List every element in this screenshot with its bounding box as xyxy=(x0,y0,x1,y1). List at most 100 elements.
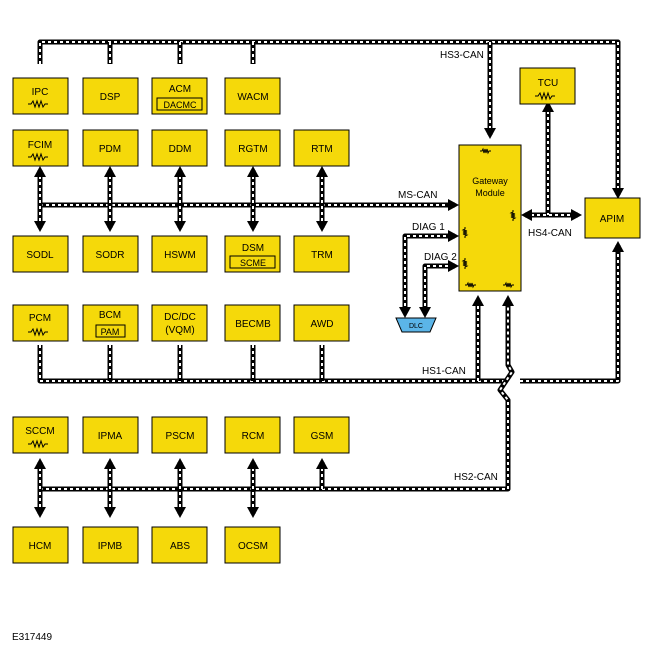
arrowheads xyxy=(34,101,624,518)
gateway-module[interactable] xyxy=(458,144,522,292)
pcm-module[interactable] xyxy=(12,304,69,342)
hs1-can-label: HS1-CAN xyxy=(422,366,466,377)
hs4-can-bus xyxy=(525,105,578,218)
rtm-module[interactable] xyxy=(293,129,350,167)
dlc-connector[interactable] xyxy=(395,317,437,333)
bcm-module[interactable] xyxy=(82,304,139,342)
fcim-label: FCIM xyxy=(28,140,52,151)
gsm-label: GSM xyxy=(311,431,334,442)
sub-module-boxes xyxy=(95,97,276,338)
gsm-module[interactable] xyxy=(293,416,350,454)
ocsm-label: OCSM xyxy=(238,541,268,552)
dsp-module[interactable] xyxy=(82,77,139,115)
pcm-label: PCM xyxy=(29,313,51,324)
hs2-can-bus xyxy=(37,300,515,514)
ocsm-module[interactable] xyxy=(224,526,281,564)
trm-label: TRM xyxy=(311,250,333,261)
ms-can-label: MS-CAN xyxy=(398,190,437,201)
abs-module[interactable] xyxy=(151,526,208,564)
apim-module[interactable] xyxy=(584,197,641,239)
becmb-module[interactable] xyxy=(224,304,281,342)
pscm-module[interactable] xyxy=(151,416,208,454)
gateway-label-line2: Module xyxy=(475,188,505,198)
hs2-can-label: HS2-CAN xyxy=(454,472,498,483)
hswm-label: HSWM xyxy=(164,250,196,261)
gateway-hs2-resistor-icon xyxy=(503,281,514,289)
pam-label: PAM xyxy=(101,327,120,337)
rcm-label: RCM xyxy=(242,431,265,442)
dlc-label: DLC xyxy=(409,323,423,330)
ddm-module[interactable] xyxy=(151,129,208,167)
sodl-label: SODL xyxy=(26,250,54,261)
tcu-resistor-icon xyxy=(535,91,555,101)
ipc-module[interactable] xyxy=(12,77,69,115)
dsp-label: DSP xyxy=(100,92,121,103)
sccm-resistor-icon xyxy=(28,439,48,449)
hcm-module[interactable] xyxy=(12,526,69,564)
awd-label: AWD xyxy=(311,319,334,330)
scme-box xyxy=(229,255,276,269)
dacmc-label: DACMC xyxy=(164,100,197,110)
ipc-label: IPC xyxy=(32,87,49,98)
figure-id: E317449 xyxy=(12,632,52,643)
dsm-module[interactable] xyxy=(224,235,281,273)
ipma-label: IPMA xyxy=(98,431,123,442)
hs4-can-label: HS4-CAN xyxy=(528,228,572,239)
gateway-label-line1: Gateway xyxy=(472,176,508,186)
module-boxes xyxy=(12,67,641,564)
diag2-label: DIAG 2 xyxy=(424,252,457,263)
gateway-diag1-resistor-icon xyxy=(461,227,469,238)
ipmb-label: IPMB xyxy=(98,541,123,552)
hs3-can-label: HS3-CAN xyxy=(440,50,484,61)
ddm-label: DDM xyxy=(169,144,192,155)
hcm-label: HCM xyxy=(29,541,52,552)
pam-box xyxy=(95,324,126,338)
resistor-icons xyxy=(28,91,555,449)
tcu-module[interactable] xyxy=(519,67,576,105)
trm-module[interactable] xyxy=(293,235,350,273)
fcim-module[interactable] xyxy=(12,129,69,167)
diag1-label: DIAG 1 xyxy=(412,222,445,233)
awd-module[interactable] xyxy=(293,304,350,342)
ipmb-module[interactable] xyxy=(82,526,139,564)
pdm-label: PDM xyxy=(99,144,121,155)
rgtm-module[interactable] xyxy=(224,129,281,167)
sodr-module[interactable] xyxy=(82,235,139,273)
wacm-label: WACM xyxy=(237,92,268,103)
ipma-module[interactable] xyxy=(82,416,139,454)
apim-label: APIM xyxy=(600,214,624,225)
sccm-module[interactable] xyxy=(12,416,69,454)
rcm-module[interactable] xyxy=(224,416,281,454)
rtm-label: RTM xyxy=(311,144,332,155)
rgtm-label: RGTM xyxy=(238,144,267,155)
hswm-module[interactable] xyxy=(151,235,208,273)
acm-label: ACM xyxy=(169,84,191,95)
tcu-label: TCU xyxy=(538,78,559,89)
gateway-hs3-resistor-icon xyxy=(480,147,491,155)
dsm-label: DSM xyxy=(242,243,264,254)
sodr-label: SODR xyxy=(96,250,125,261)
bcm-label: BCM xyxy=(99,310,121,321)
sodl-module[interactable] xyxy=(12,235,69,273)
becmb-label: BECMB xyxy=(235,319,271,330)
acm-module[interactable] xyxy=(151,77,208,115)
dcdc-module[interactable] xyxy=(151,304,208,342)
scme-label: SCME xyxy=(240,258,266,268)
hs1-can-bus xyxy=(37,245,621,384)
gateway-hs4-resistor-icon xyxy=(509,210,517,221)
gateway-diag2-resistor-icon xyxy=(461,258,469,269)
fcim-resistor-icon xyxy=(28,152,48,162)
dcdc-label-line2: (VQM) xyxy=(165,325,194,336)
gateway-hs1-resistor-icon xyxy=(465,281,476,289)
ms-can-bus xyxy=(37,170,455,228)
wacm-module[interactable] xyxy=(224,77,281,115)
pdm-module[interactable] xyxy=(82,129,139,167)
ipc-resistor-icon xyxy=(28,99,48,109)
dacmc-box xyxy=(156,97,203,111)
dcdc-label-line1: DC/DC xyxy=(164,312,196,323)
diag-buses xyxy=(402,233,455,312)
hs3-can-bus xyxy=(37,39,621,195)
pcm-resistor-icon xyxy=(28,327,48,337)
